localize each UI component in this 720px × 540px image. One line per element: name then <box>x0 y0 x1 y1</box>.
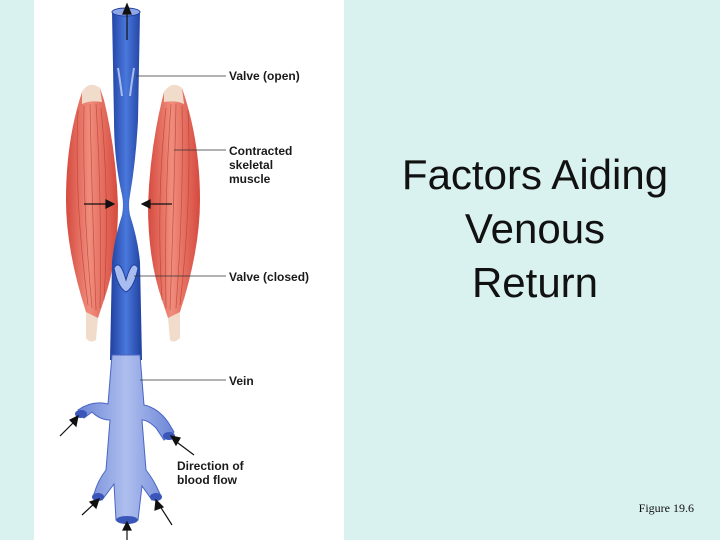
label-valve-closed: Valve (closed) <box>229 270 310 284</box>
label-vein: Vein <box>229 374 254 388</box>
label-direction-of-flow: Direction of blood flow <box>177 459 244 487</box>
title-line-2: Venous <box>464 205 606 252</box>
slide-title: Factors Aiding Venous Return <box>370 148 700 310</box>
flow-arrows <box>59 2 195 540</box>
figure-caption: Figure 19.6 <box>638 501 694 515</box>
compression-arrows <box>84 199 172 209</box>
title-line-3: Return <box>471 259 599 306</box>
title-line-1: Factors Aiding <box>401 151 669 198</box>
venous-return-diagram <box>59 2 226 540</box>
label-contracted-muscle: Contracted skeletal muscle <box>229 144 293 186</box>
label-valve-open: Valve (open) <box>229 69 300 83</box>
vein-lower <box>75 354 175 524</box>
leader-lines <box>134 75 226 381</box>
left-muscle <box>66 84 118 342</box>
figure-panel: Valve (open) Contracted skeletal muscle … <box>34 0 344 540</box>
right-muscle <box>148 84 200 342</box>
